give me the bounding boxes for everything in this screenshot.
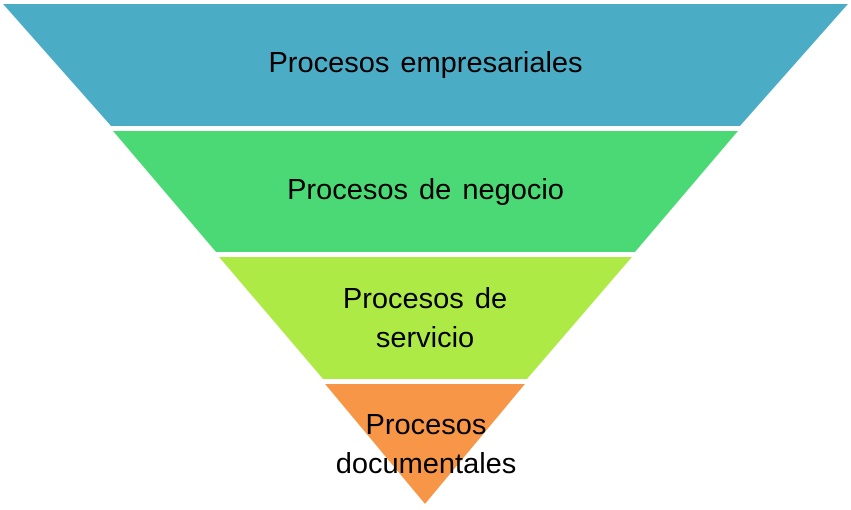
level-servicio-segment [219,257,632,379]
level-documentales-line-2: documentales [335,448,517,480]
level-servicio-label: Procesos de servicio [275,280,575,358]
level-empresariales-segment [3,4,848,126]
level-empresariales-line-1: Procesos empresariales [268,47,583,79]
level-negocio-line-1: Procesos de negocio [287,174,564,206]
level-empresariales-label: Procesos empresariales [0,44,851,83]
level-documentales-line-1: Procesos [365,409,487,441]
level-documentales-label: Procesos documentales [276,406,576,484]
level-servicio-line-2: servicio [375,322,475,354]
level-negocio-label: Procesos de negocio [0,171,851,210]
level-servicio-line-1: Procesos de [342,283,508,315]
level-documentales-segment [325,384,525,504]
level-negocio-segment [113,131,738,252]
